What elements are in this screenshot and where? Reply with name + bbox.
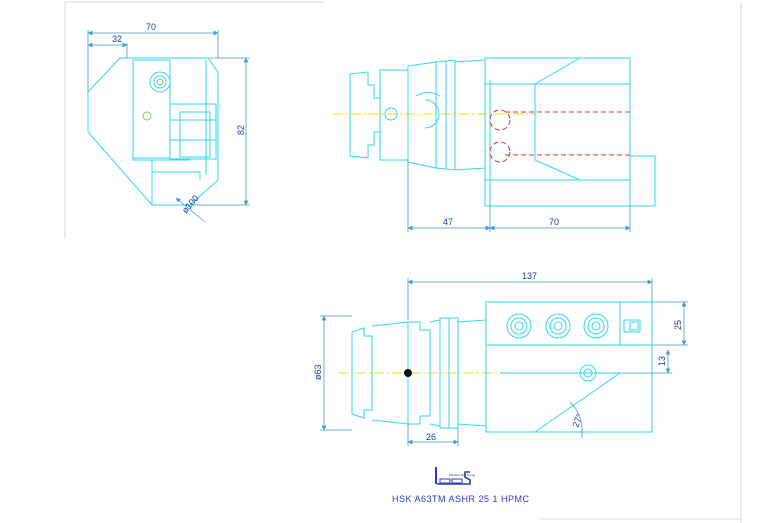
dim-shank-label: 47 [443, 217, 453, 227]
dim-height-13-label: 13 [657, 356, 667, 366]
dim-line-diameter [175, 197, 206, 223]
dim-flange-label: 26 [426, 432, 436, 442]
dim-length-label: 137 [522, 271, 537, 281]
center-mark [404, 369, 412, 377]
toolholder-body-bottom [485, 301, 653, 433]
top-view [338, 301, 653, 433]
dim-body-label: 70 [549, 217, 559, 227]
side-view [87, 57, 219, 206]
toolholder-body [484, 57, 631, 207]
screw-head [149, 71, 171, 93]
clamp-screw-1 [506, 313, 532, 339]
hidden-bore-lower [489, 141, 511, 163]
dim-width-25-label: 25 [673, 320, 683, 330]
dim-offset-label: 32 [112, 34, 122, 44]
logo-caption: Member DIC Group [449, 473, 476, 477]
front-view [333, 57, 656, 207]
front-view-dimensions: 47 70 [407, 162, 631, 232]
clamp-screw-2 [545, 313, 571, 339]
side-view-dimensions: 70 32 82 ø100 [87, 22, 250, 223]
coolant-port [579, 364, 597, 382]
dim-width-label: 70 [146, 22, 156, 32]
side-view-outline [87, 57, 219, 206]
dim-diameter-63-label: ø63 [313, 364, 323, 380]
hsk-shank-bottom [351, 327, 373, 419]
hidden-bore-upper [489, 109, 511, 131]
dim-height-label: 82 [236, 125, 246, 135]
dim-arc-angle [569, 401, 583, 429]
company-logo: Member DIC Group [435, 467, 476, 485]
part-number: HSK A63TM ASHR 25 1 HPMC [392, 494, 530, 504]
top-view-dimensions: 137 ø63 26 25 13 27° [313, 271, 688, 446]
clamp-screw-3 [583, 313, 609, 339]
sheet-borders [64, 1, 742, 523]
dim-diameter-label: ø100 [180, 193, 201, 215]
dim-angle-label: 27° [570, 412, 584, 429]
hsk-shank [349, 71, 381, 159]
title-block: Member DIC Group HSK A63TM ASHR 25 1 HPM… [392, 467, 530, 504]
